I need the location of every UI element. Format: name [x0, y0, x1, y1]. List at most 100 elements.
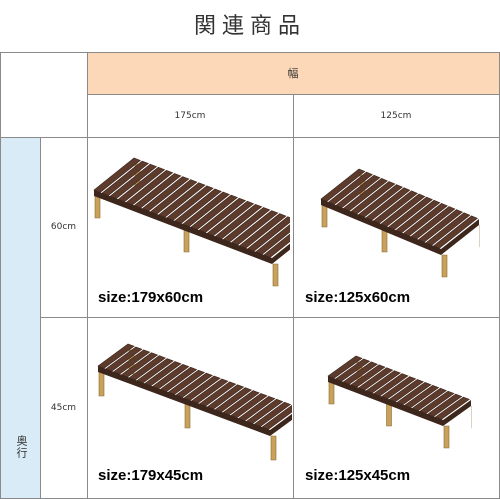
- bench-image-179x45: [97, 343, 292, 461]
- bench-slat: [380, 193, 426, 227]
- bench-slat: [152, 364, 190, 389]
- bench-slat: [120, 352, 159, 378]
- bench-leg: [443, 425, 450, 449]
- bench-slat: [358, 367, 394, 391]
- bench-leg: [272, 263, 279, 287]
- bench-apron: [272, 243, 290, 264]
- bench-slat: [105, 346, 143, 372]
- grid-line: [40, 317, 500, 318]
- bench-leg: [328, 381, 335, 405]
- bench-apron: [270, 413, 292, 436]
- bench-slat: [365, 187, 411, 221]
- bench-slat: [410, 206, 456, 240]
- depth-side-label: 奥行: [15, 435, 28, 459]
- grid-line: [40, 137, 41, 499]
- bench-slat: [417, 209, 463, 243]
- bench-leg: [441, 254, 448, 278]
- bench-slat: [144, 361, 182, 387]
- bench-slat: [396, 382, 432, 406]
- bench-slat: [357, 184, 403, 218]
- bench-slat: [335, 174, 381, 209]
- bench-slat: [247, 216, 290, 252]
- bench-slat: [136, 358, 174, 384]
- bench-apron: [98, 366, 270, 436]
- bench-slat: [327, 171, 373, 205]
- bench-slat: [182, 191, 230, 227]
- bench-apron: [94, 190, 272, 264]
- bench-slat: [239, 213, 287, 249]
- bench-slat: [425, 212, 471, 246]
- header-width-cell: 幅: [87, 52, 499, 94]
- bench-slat: [432, 215, 478, 249]
- bench-slat: [167, 369, 206, 395]
- bench-slat: [166, 185, 214, 221]
- bench-apron: [443, 400, 471, 426]
- bench-slat: [238, 396, 276, 421]
- bench-slat: [263, 233, 290, 258]
- bench-slat: [93, 157, 141, 193]
- row-header-45: 45cm: [50, 403, 77, 413]
- bench-leg: [270, 435, 277, 461]
- bench-slat: [434, 396, 470, 420]
- bench-slat: [372, 190, 418, 224]
- bench-slat: [350, 364, 386, 388]
- bench-slat: [175, 372, 213, 398]
- bench-slat: [101, 160, 149, 196]
- bench-slat: [133, 173, 182, 209]
- bench-slat: [245, 398, 284, 424]
- bench-slat: [350, 181, 396, 215]
- grid-line: [87, 52, 88, 499]
- bench-slat: [253, 401, 292, 427]
- bench-slat: [159, 366, 198, 392]
- bench-slat: [128, 355, 166, 381]
- grid-line: [0, 52, 1, 499]
- bench-slat: [404, 384, 440, 408]
- bench-slat: [402, 203, 448, 237]
- bench-image-125x45: [327, 355, 472, 449]
- bench-slat: [174, 188, 222, 224]
- bench-slat: [427, 393, 463, 417]
- bench-slat: [113, 349, 151, 375]
- bench-leg: [183, 229, 190, 253]
- bench-slat: [373, 373, 409, 397]
- column-header-175: 175cm: [174, 110, 206, 121]
- bench-slat: [395, 199, 441, 234]
- bench-apron: [441, 219, 479, 255]
- bench-slat: [214, 387, 252, 413]
- bench-slat: [365, 370, 401, 394]
- size-label-125x45: size:125x45cm: [305, 467, 411, 484]
- grid-line: [0, 52, 500, 53]
- bench-slat: [230, 393, 268, 419]
- bench-slat: [214, 204, 263, 240]
- bench-slat: [342, 361, 378, 385]
- bench-slat: [206, 384, 245, 410]
- bench-slat: [255, 224, 290, 255]
- bench-slat: [327, 355, 363, 379]
- bench-leg: [321, 204, 328, 228]
- bench-image-179x60: [93, 157, 290, 287]
- bench-slat: [125, 170, 174, 206]
- bench-leg: [184, 403, 191, 429]
- width-header-label: 幅: [287, 67, 299, 80]
- size-label-179x60: size:179x60cm: [98, 289, 204, 306]
- bench-slat: [206, 200, 255, 237]
- bench-slat: [183, 375, 221, 401]
- bench-slat: [199, 381, 237, 407]
- bench-image-125x60: [320, 168, 480, 278]
- bench-slat: [198, 197, 247, 233]
- side-depth-cell: 奥行: [0, 137, 40, 499]
- bench-slat: [261, 404, 292, 430]
- bench-slat: [388, 379, 424, 403]
- bench-slat: [230, 210, 279, 246]
- bench-slat: [342, 178, 388, 212]
- bench-leg: [386, 403, 392, 427]
- bench-slat: [335, 358, 371, 382]
- bench-slat: [150, 179, 198, 215]
- bench-slat: [419, 390, 455, 414]
- size-label-179x45: size:179x45cm: [98, 467, 204, 484]
- column-header-125: 125cm: [380, 110, 412, 121]
- bench-slat: [320, 168, 366, 202]
- page-title: 関連商品: [193, 14, 306, 39]
- bench-slat: [109, 163, 158, 199]
- bench-slat: [387, 196, 433, 230]
